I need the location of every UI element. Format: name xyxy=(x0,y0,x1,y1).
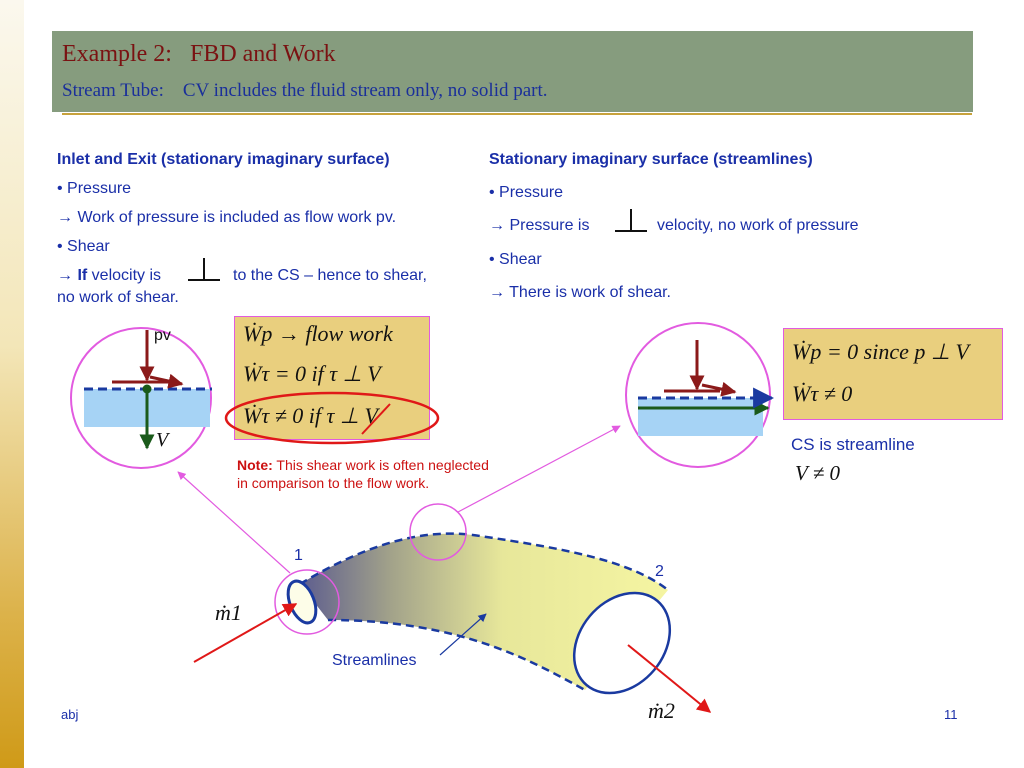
streamline-highlight-circle xyxy=(409,503,467,561)
eq-flow-work: Ẇp → flow work xyxy=(243,321,393,346)
note-line2: in comparison to the flow work. xyxy=(237,475,430,491)
left-bullet-shear: • Shear xyxy=(57,238,110,255)
arrow-glyph: → xyxy=(57,267,73,284)
right-bullet-shear: • Shear xyxy=(489,251,542,268)
right-water-region xyxy=(638,398,763,436)
streamlines-label: Streamlines xyxy=(332,652,417,669)
right-line-shear-work: → There is work of shear. xyxy=(489,284,671,301)
section-1-label: 1 xyxy=(294,547,303,564)
left-equation-box: Ẇp → flow work Ẇτ = 0 if τ ⊥ V Ẇτ ≠ 0 if… xyxy=(234,316,430,440)
left-bullet-pressure: • Pressure xyxy=(57,180,132,197)
left-line-velocity: → If velocity is xyxy=(57,267,161,285)
tube-streamline-top xyxy=(299,532,669,591)
left-heading: Inlet and Exit (stationary imaginary sur… xyxy=(57,151,390,168)
if-bold: If xyxy=(77,267,88,284)
exit-ellipse xyxy=(572,591,672,695)
perp-strike-slash xyxy=(361,403,391,435)
header-divider xyxy=(62,113,972,115)
inlet-callout-line xyxy=(177,471,291,574)
perpendicular-symbol-left xyxy=(188,258,220,281)
velocity-vector-label: V xyxy=(156,429,169,451)
perpendicular-symbol-right xyxy=(615,209,647,232)
exit-mass-flow-arrow xyxy=(627,644,712,713)
pv-label: pv xyxy=(154,327,171,344)
left-line-no-work: no work of shear. xyxy=(57,289,179,306)
inlet-mass-flow-arrow xyxy=(193,603,298,663)
eq-pressure-zero: Ẇp = 0 since p ⊥ V xyxy=(792,339,969,364)
eq-shear-zero: Ẇτ = 0 if τ ⊥ V xyxy=(243,361,381,386)
section-2-label: 2 xyxy=(655,563,664,580)
left-point-dot xyxy=(142,384,152,394)
page-subtitle: Stream Tube: CV includes the fluid strea… xyxy=(62,80,548,101)
right-line-no-pressure-work: velocity, no work of pressure xyxy=(657,217,859,234)
velocity-is-text: velocity is xyxy=(87,267,162,284)
cs-streamline-label: CS is streamline xyxy=(791,435,915,454)
page-title: Example 2: FBD and Work xyxy=(62,41,336,67)
right-shear-arrow xyxy=(701,381,737,397)
eq-shear-nonzero: Ẇτ ≠ 0 if τ ⊥ V xyxy=(243,403,378,428)
streamlines-pointer xyxy=(439,613,487,656)
left-line-to-cs: to the CS – hence to shear, xyxy=(233,267,427,284)
note-line1: This shear work is often neglected xyxy=(272,457,489,473)
left-shear-arrow xyxy=(149,373,184,389)
right-bullet-pressure: • Pressure xyxy=(489,184,564,201)
shear-highlight-ellipse xyxy=(224,391,440,445)
note-label: Note: xyxy=(237,457,273,473)
eq-shear-nonzero-right: Ẇτ ≠ 0 xyxy=(792,381,853,406)
tube-streamline-bottom xyxy=(327,618,586,692)
inlet-mass-flow-label: ṁ1 xyxy=(215,600,242,625)
header-band xyxy=(52,31,973,112)
note-text: Note: This shear work is often neglected… xyxy=(237,456,489,492)
right-heading: Stationary imaginary surface (streamline… xyxy=(489,151,813,168)
right-line-pressure: → Pressure is xyxy=(489,217,590,234)
footer-author: abj xyxy=(61,707,79,722)
side-gradient-bar xyxy=(0,0,24,768)
right-equation-box: Ẇp = 0 since p ⊥ V Ẇτ ≠ 0 xyxy=(783,328,1003,420)
inlet-highlight-circle xyxy=(274,569,340,635)
page-number: 11 xyxy=(944,707,958,722)
left-line-flow-work: → Work of pressure is included as flow w… xyxy=(57,209,397,226)
velocity-nonzero-label: V ≠ 0 xyxy=(795,461,840,485)
streamline-callout-line xyxy=(457,425,621,513)
exit-mass-flow-label: ṁ2 xyxy=(648,698,675,723)
